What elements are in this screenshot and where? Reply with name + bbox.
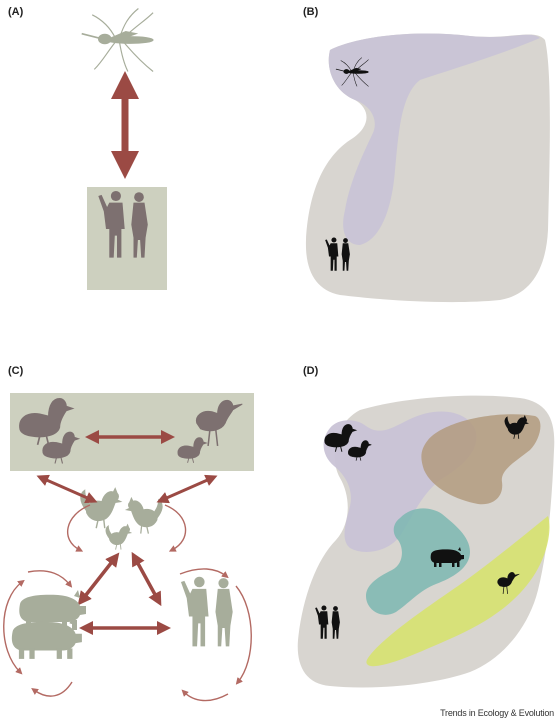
pig-cycle-arrow [31,681,73,697]
panel-c [3,393,254,702]
mosquito-icon [80,7,154,73]
human-cycle-arrow [181,689,229,702]
journal-credit: Trends in Ecology & Evolution [440,708,554,718]
pig-range [366,508,470,615]
poultry-range [421,414,541,505]
heron-range [366,516,550,667]
human-cycle-arrow [179,568,229,579]
human-couple-icon [180,576,233,647]
human-cycle-arrow [235,585,252,685]
pig-cycle-arrow [27,570,73,588]
poultry-pig-arrow [77,552,120,606]
wild-poultry-arrow [36,474,98,504]
chicken-icon [80,487,122,529]
mosquito-range [328,33,540,245]
panel-a [80,7,167,290]
poultry-cycle-arrow [164,504,187,552]
poultry-human-arrow [131,551,162,607]
panel-label-c: (C) [8,365,24,377]
pig-icon [11,616,82,659]
panel-d [297,395,555,688]
pig-cycle-arrow [3,579,25,675]
poultry-cycle-arrow [67,504,91,552]
wild-poultry-arrow [156,474,218,504]
host-box [87,187,167,290]
panel-b [305,33,550,303]
panel-label-d: (D) [303,365,319,377]
panel-label-a: (A) [8,6,24,18]
chicken-icon [125,497,163,535]
chicken-icon [105,523,132,551]
panel-label-b: (B) [303,6,319,18]
